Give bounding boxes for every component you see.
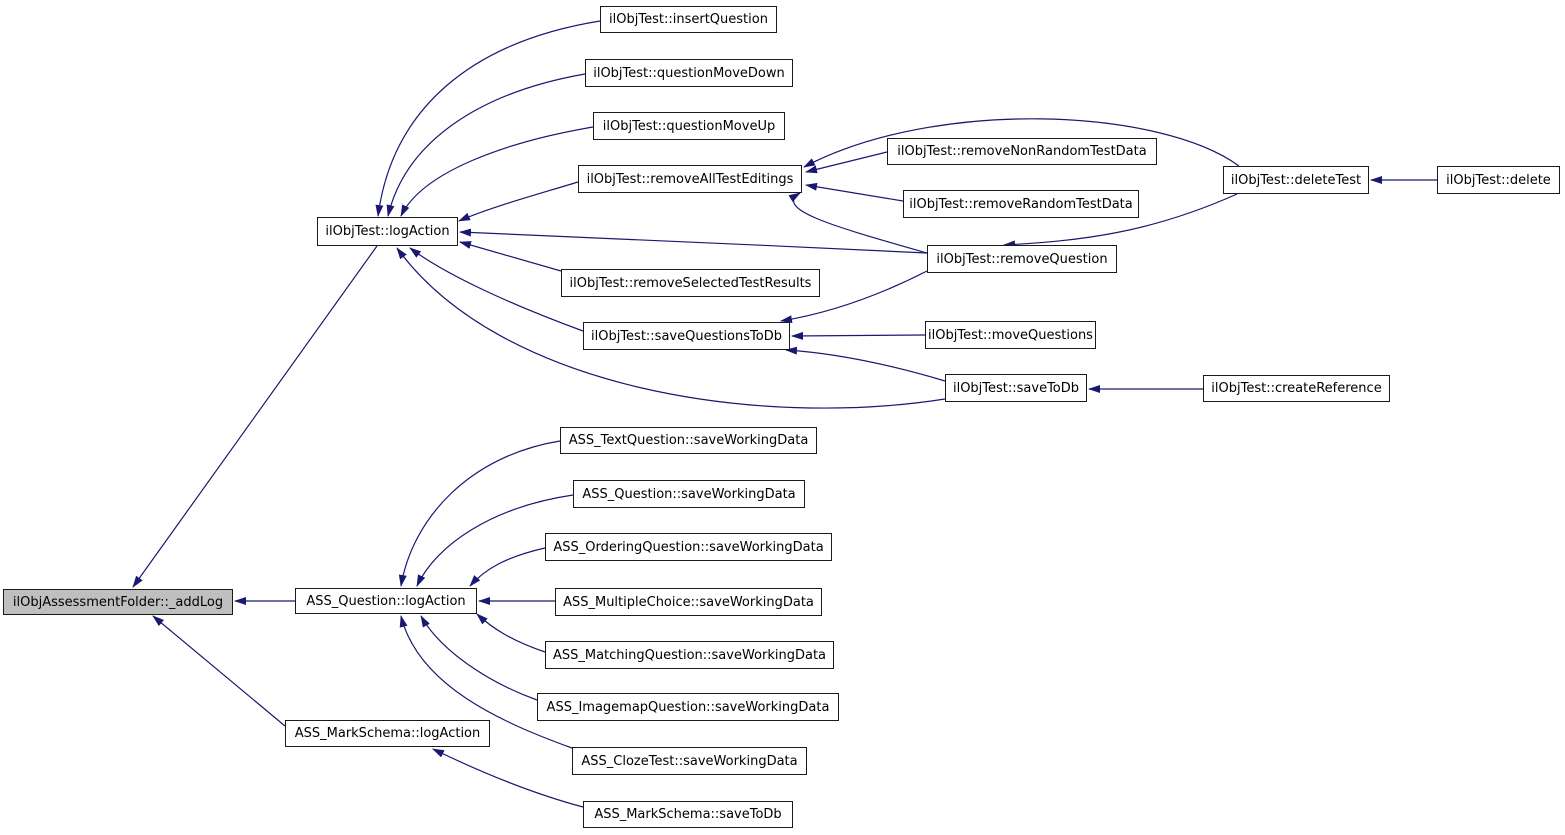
edge-questionMoveUp-to-test_logAction bbox=[400, 126, 594, 217]
edge-removeQuestion-to-removeAllTestEditings bbox=[788, 192, 928, 254]
edge-removeQuestion-to-test_logAction bbox=[459, 228, 928, 254]
node-saveToDb[interactable]: ilObjTest::saveToDb bbox=[945, 374, 1087, 402]
node-removeNonRandomTestData[interactable]: ilObjTest::removeNonRandomTestData bbox=[887, 138, 1157, 165]
node-moveQuestions[interactable]: ilObjTest::moveQuestions bbox=[925, 321, 1096, 349]
edge-removeQuestion-to-saveQuestionsToDb bbox=[780, 270, 928, 324]
node-test_logAction[interactable]: ilObjTest::logAction bbox=[317, 217, 458, 246]
edge-removeNonRandomTestData-to-removeAllTestEditings bbox=[805, 151, 888, 174]
node-removeQuestion[interactable]: ilObjTest::removeQuestion bbox=[927, 245, 1117, 273]
edge-textQuestion_save-to-q_logAction bbox=[398, 440, 561, 587]
node-createReference[interactable]: ilObjTest::createReference bbox=[1203, 375, 1390, 402]
edges-group bbox=[132, 20, 1437, 808]
edge-question_save-to-q_logAction bbox=[416, 494, 574, 587]
edge-deleteTest-to-removeAllTestEditings bbox=[803, 118, 1240, 168]
node-imagemap_save[interactable]: ASS_ImagemapQuestion::saveWorkingData bbox=[537, 693, 839, 721]
node-question_save[interactable]: ASS_Question::saveWorkingData bbox=[573, 480, 805, 508]
node-ms_saveToDb[interactable]: ASS_MarkSchema::saveToDb bbox=[583, 801, 793, 828]
edge-cloze_save-to-q_logAction bbox=[399, 615, 573, 749]
edge-test_logAction-to-addLog bbox=[132, 245, 378, 588]
node-ms_logAction[interactable]: ASS_MarkSchema::logAction bbox=[285, 720, 490, 747]
edge-questionMoveDown-to-test_logAction bbox=[386, 73, 586, 217]
node-textQuestion_save[interactable]: ASS_TextQuestion::saveWorkingData bbox=[560, 427, 817, 454]
edge-removeRandomTestData-to-removeAllTestEditings bbox=[805, 182, 904, 202]
node-removeSelectedTestResults[interactable]: ilObjTest::removeSelectedTestResults bbox=[561, 269, 820, 297]
node-removeAllTestEditings[interactable]: ilObjTest::removeAllTestEditings bbox=[578, 165, 802, 193]
edge-imagemap_save-to-q_logAction bbox=[420, 615, 538, 701]
node-ordering_save[interactable]: ASS_OrderingQuestion::saveWorkingData bbox=[545, 533, 832, 561]
edge-ms_logAction-to-addLog bbox=[152, 615, 286, 727]
node-delete[interactable]: ilObjTest::delete bbox=[1437, 166, 1560, 194]
edge-moveQuestions-to-saveQuestionsToDb bbox=[791, 331, 926, 340]
edge-matching_save-to-q_logAction bbox=[476, 613, 546, 653]
node-deleteTest[interactable]: ilObjTest::deleteTest bbox=[1223, 166, 1369, 194]
edge-saveToDb-to-saveQuestionsToDb bbox=[785, 346, 946, 382]
node-addLog: ilObjAssessmentFolder::_addLog bbox=[3, 589, 233, 615]
node-multiple_save[interactable]: ASS_MultipleChoice::saveWorkingData bbox=[555, 588, 822, 616]
edge-ordering_save-to-q_logAction bbox=[469, 547, 546, 587]
edge-removeSelectedTestResults-to-test_logAction bbox=[459, 241, 562, 272]
node-insertQuestion[interactable]: ilObjTest::insertQuestion bbox=[600, 6, 777, 33]
node-questionMoveUp[interactable]: ilObjTest::questionMoveUp bbox=[593, 112, 785, 140]
edge-ms_saveToDb-to-ms_logAction bbox=[432, 748, 584, 808]
edge-saveToDb-to-test_logAction bbox=[396, 247, 946, 409]
node-removeRandomTestData[interactable]: ilObjTest::removeRandomTestData bbox=[903, 190, 1139, 218]
edge-removeAllTestEditings-to-test_logAction bbox=[458, 181, 579, 222]
edge-insertQuestion-to-test_logAction bbox=[375, 20, 601, 217]
edge-saveQuestionsToDb-to-test_logAction bbox=[409, 247, 584, 332]
node-questionMoveDown[interactable]: ilObjTest::questionMoveDown bbox=[585, 59, 793, 87]
edge-deleteTest-to-removeQuestion bbox=[1003, 193, 1238, 249]
node-saveQuestionsToDb[interactable]: ilObjTest::saveQuestionsToDb bbox=[583, 322, 790, 350]
node-q_logAction[interactable]: ASS_Question::logAction bbox=[295, 588, 477, 614]
node-cloze_save[interactable]: ASS_ClozeTest::saveWorkingData bbox=[572, 747, 807, 775]
node-matching_save[interactable]: ASS_MatchingQuestion::saveWorkingData bbox=[545, 641, 834, 669]
